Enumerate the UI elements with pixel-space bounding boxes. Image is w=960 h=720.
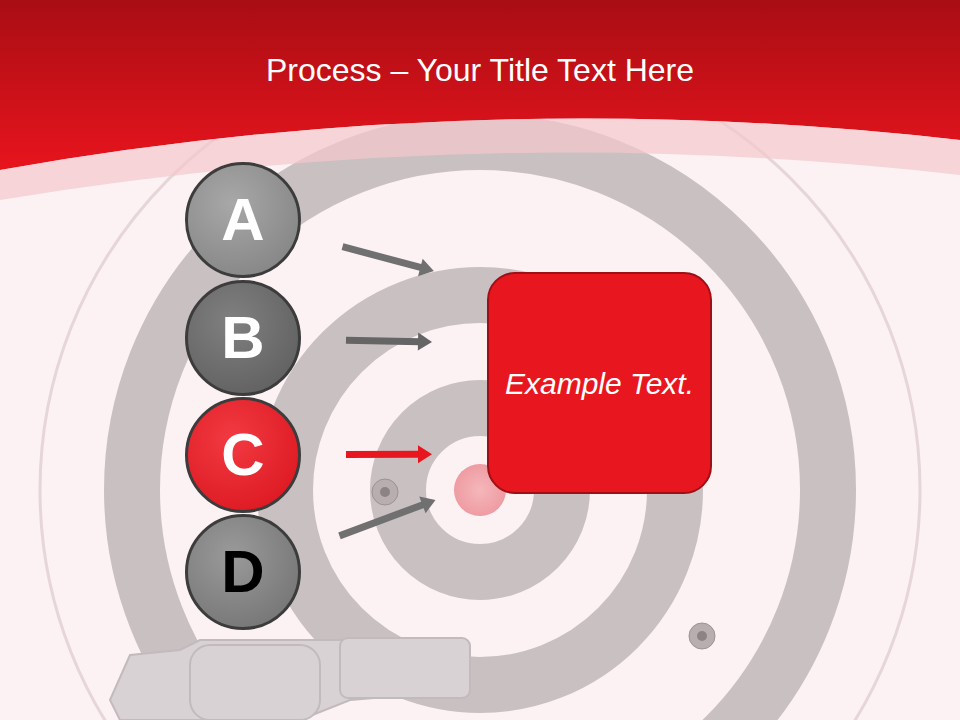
- step-letter: A: [221, 181, 264, 259]
- arrow-connector: [339, 504, 424, 536]
- step-circle: B: [185, 280, 301, 396]
- example-text: Example Text.: [505, 364, 694, 403]
- arrow-head: [418, 333, 432, 351]
- arrow-head: [418, 259, 434, 276]
- example-text-box: Example Text.: [487, 272, 712, 494]
- step-letter: B: [221, 299, 264, 377]
- step-circle: D: [185, 514, 301, 630]
- arrow-connector: [346, 451, 420, 458]
- arrow-connector: [342, 247, 422, 268]
- arrow-connector: [346, 340, 420, 342]
- step-circle: A: [185, 162, 301, 278]
- slide-title: Process – Your Title Text Here: [0, 52, 960, 89]
- step-letter: C: [221, 416, 264, 494]
- arrow-head: [418, 445, 432, 463]
- arrow-head: [419, 496, 435, 513]
- step-letter: D: [221, 533, 264, 611]
- step-circle: C: [185, 397, 301, 513]
